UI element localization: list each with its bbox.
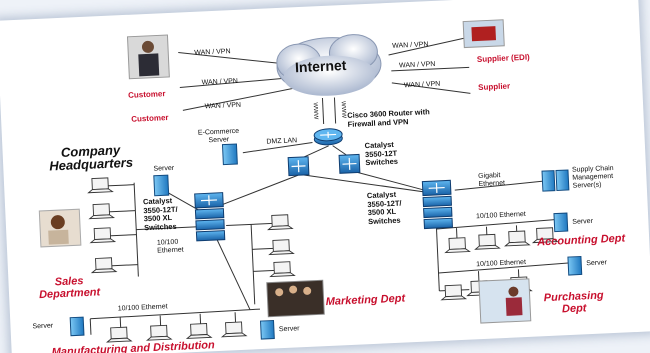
ecommerce-server-label: E-Commerce Server: [197, 127, 240, 145]
purchasing-server-label: Server: [586, 259, 608, 268]
customer-label-2: Customer: [131, 113, 169, 124]
photo-placeholders: [38, 19, 532, 324]
supplier-label: Supplier: [477, 81, 511, 92]
catalyst-top-label: Catalyst 3550-12T Switches: [364, 139, 399, 168]
router-label: Cisco 3600 Router with Firewall and VPN: [347, 107, 430, 129]
customer-label-1: Customer: [127, 89, 166, 100]
sales-department-label: Sales Department: [38, 275, 101, 302]
company-headquarters-heading: Company Headquarters: [48, 142, 134, 174]
www-label-1: WWW: [311, 102, 319, 120]
hq-server-label: Server: [153, 164, 175, 173]
left-switch-stack-icon: [194, 192, 226, 242]
router-icon: [313, 128, 343, 146]
manufacturing-server-label: Server: [32, 322, 54, 331]
left-ethernet-label: 10/100 Ethernet: [156, 238, 184, 255]
laptop-icons: [87, 177, 559, 343]
accounting-server-label: Server: [572, 217, 594, 226]
internet-cloud: [276, 34, 382, 96]
left-switch-label: Catalyst 3550-12T/ 3500 XL Switches: [142, 195, 178, 232]
gigabit-ethernet-label: Gigabit Ethernet: [478, 172, 506, 189]
right-switch-stack-icon: [421, 179, 453, 230]
supply-chain-server-label: Supply Chain Management Server(s): [571, 164, 614, 190]
catalyst-top-switch-icon: [287, 153, 361, 177]
server-icons: [69, 143, 583, 340]
right-switch-label: Catalyst 3550-12T/ 3500 XL Switches: [366, 189, 402, 226]
www-label-2: WWW: [339, 100, 347, 119]
internet-label: Internet: [294, 56, 347, 76]
dmz-lan-label: DMZ LAN: [266, 137, 298, 146]
marketing-server-label: Server: [278, 325, 300, 334]
purchasing-dept-label: Purchasing Dept: [543, 289, 604, 316]
